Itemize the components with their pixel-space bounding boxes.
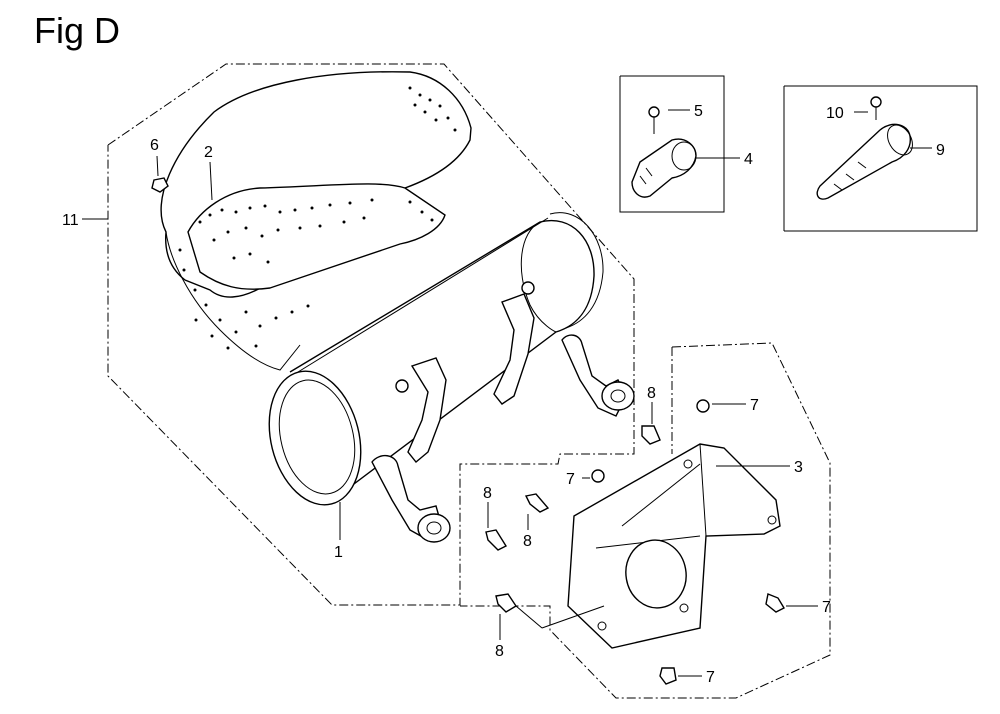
callout-2: 2: [204, 144, 213, 161]
muffler-stay: [567, 443, 781, 649]
fastener-nut-6: [151, 177, 169, 193]
callout-9: 9: [936, 142, 945, 159]
assembly-outline-11: [82, 63, 635, 606]
callout-3: 3: [794, 459, 803, 476]
leader-lines: [156, 109, 932, 677]
callout-8d: 8: [495, 643, 504, 660]
stay-outline-3: [460, 342, 831, 699]
callout-7c: 7: [822, 599, 831, 616]
fastener-bolt-7d: [659, 667, 677, 685]
fastener-bolt-7b: [591, 469, 605, 483]
callout-8a: 8: [647, 385, 656, 402]
callout-8b: 8: [483, 485, 492, 502]
detail-box-9-10: [783, 85, 978, 232]
callout-5: 5: [694, 103, 703, 120]
callout-6: 6: [150, 137, 159, 154]
callout-7b: 7: [566, 471, 575, 488]
callout-8c: 8: [523, 533, 532, 550]
callout-7d: 7: [706, 669, 715, 686]
callout-10: 10: [826, 105, 844, 122]
callout-1: 1: [334, 544, 343, 561]
fastener-bolt-8b: [485, 529, 508, 551]
fastener-bolt-8a: [641, 425, 661, 445]
callout-4: 4: [744, 151, 753, 168]
detail-box-4-5: [619, 75, 725, 213]
fastener-bolt-7a: [696, 399, 710, 413]
fastener-bolt-7c: [765, 593, 785, 613]
callout-7a: 7: [750, 397, 759, 414]
callout-11: 11: [62, 212, 79, 229]
tail-pipe: [816, 96, 913, 200]
fastener-bolt-8c: [524, 493, 550, 513]
figure-title: Fig D: [34, 10, 121, 51]
muffler-protector: [160, 71, 472, 371]
muffler-body: [268, 212, 635, 543]
spark-arrester-assembly: [631, 106, 697, 198]
fastener-bolt-8d: [495, 593, 605, 629]
